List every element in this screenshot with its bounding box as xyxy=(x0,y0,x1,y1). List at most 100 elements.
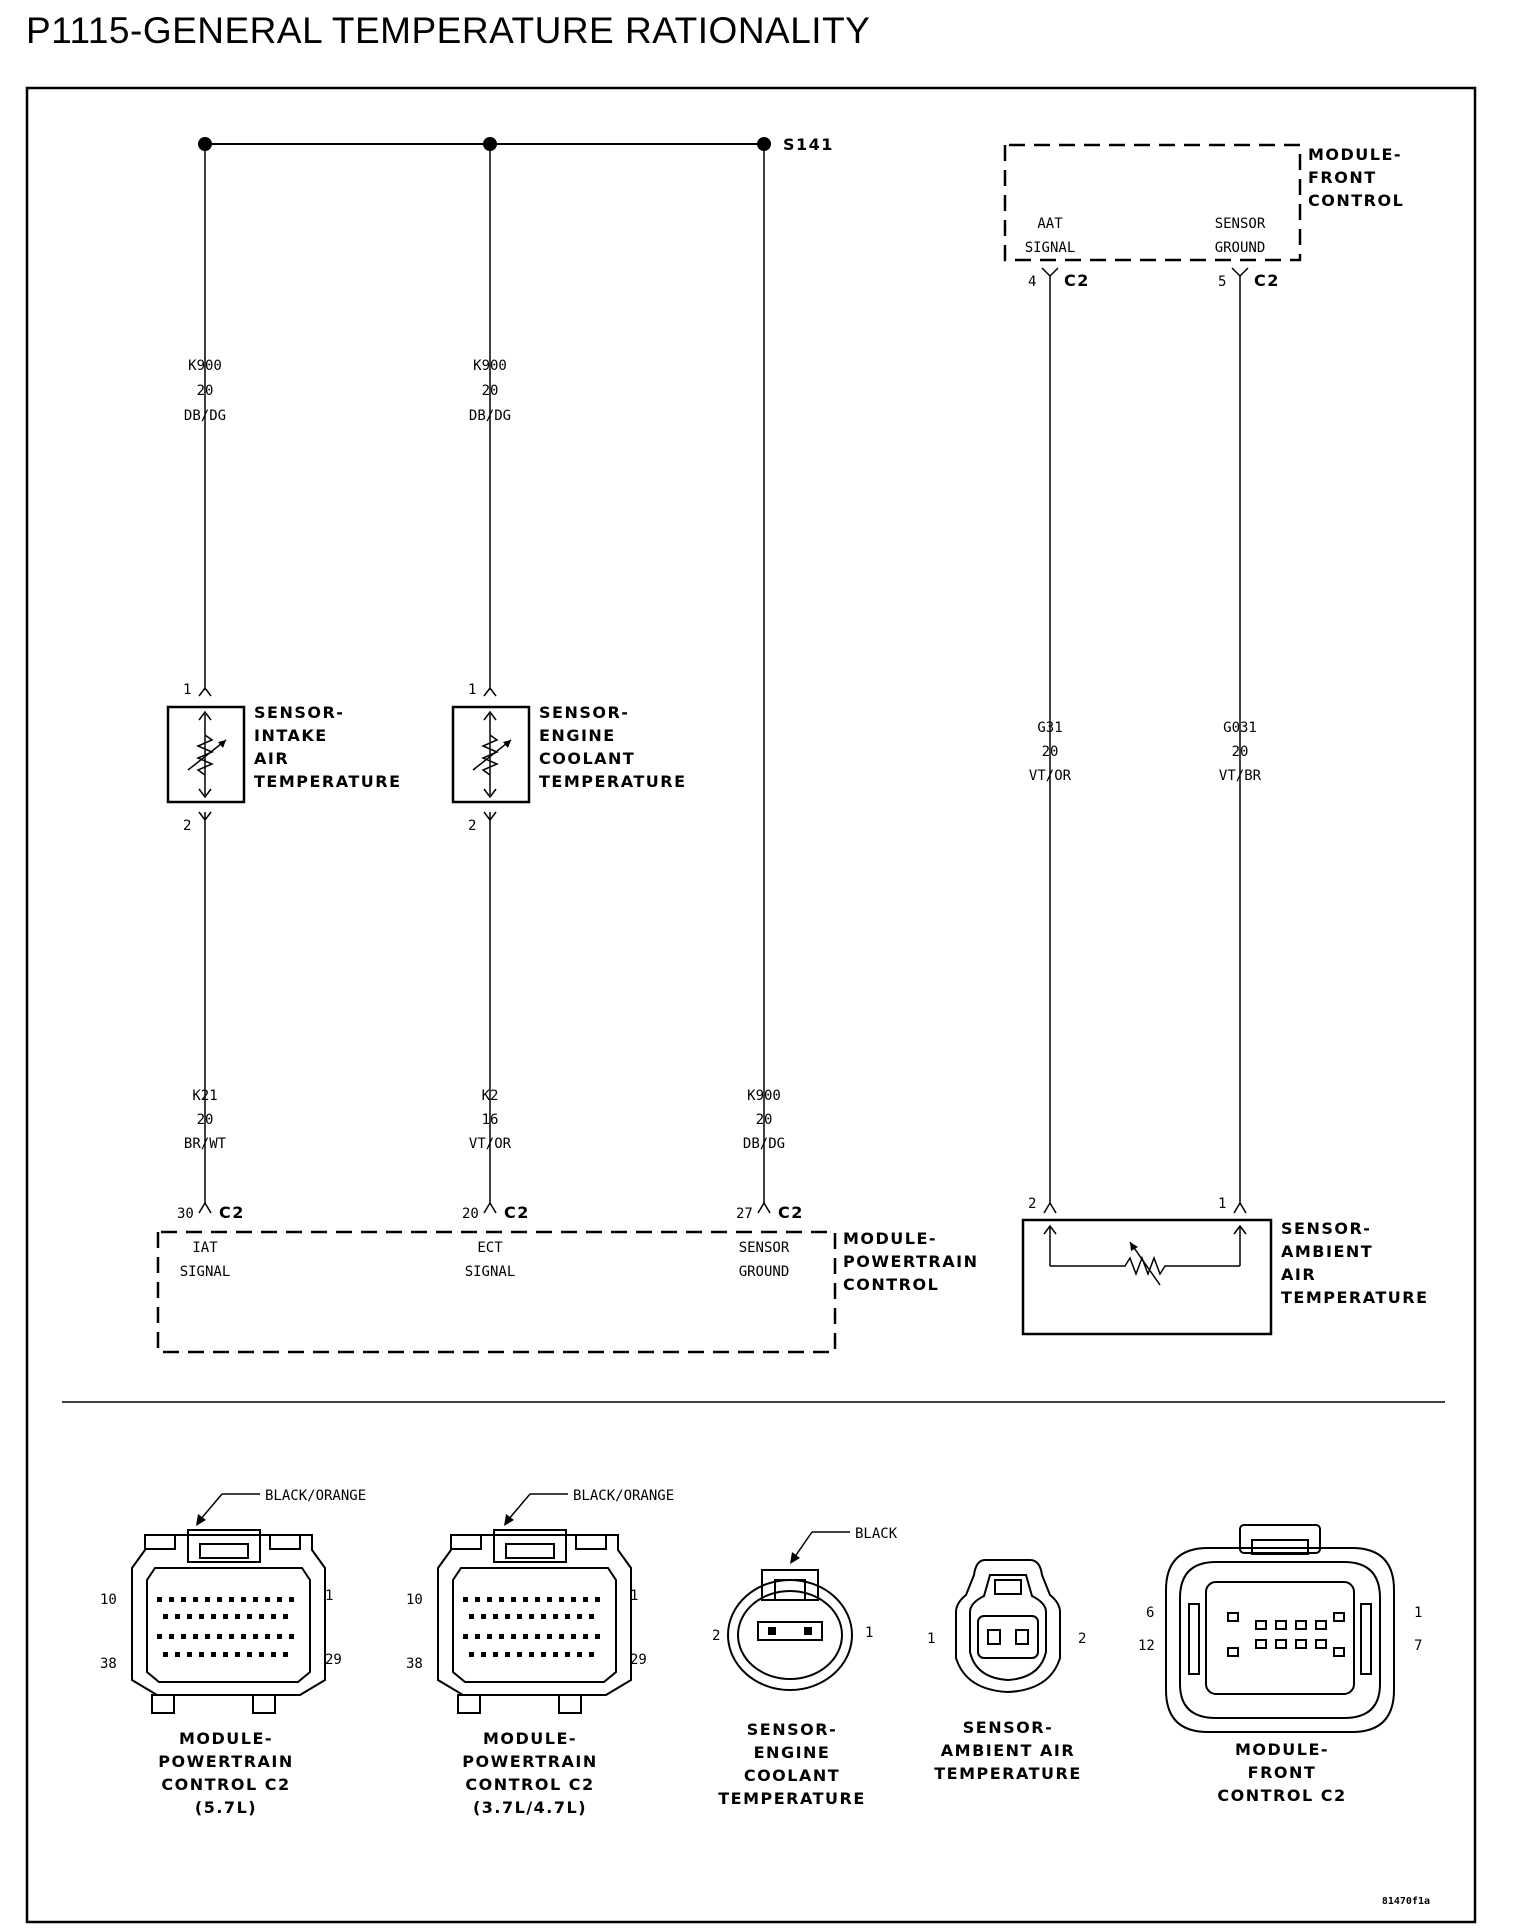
page-title: P1115-GENERAL TEMPERATURE RATIONALITY xyxy=(26,10,871,51)
svg-text:CONTROL: CONTROL xyxy=(1308,191,1404,210)
svg-text:SENSOR-: SENSOR- xyxy=(747,1720,837,1739)
svg-text:1: 1 xyxy=(927,1631,935,1647)
svg-text:C2: C2 xyxy=(504,1203,530,1222)
svg-text:29: 29 xyxy=(325,1652,342,1668)
svg-text:TEMPERATURE: TEMPERATURE xyxy=(718,1789,866,1808)
svg-text:POWERTRAIN: POWERTRAIN xyxy=(158,1752,293,1771)
svg-text:COOLANT: COOLANT xyxy=(539,749,635,768)
svg-text:1: 1 xyxy=(1414,1605,1422,1621)
svg-text:7: 7 xyxy=(1414,1638,1422,1654)
svg-text:K900: K900 xyxy=(188,358,222,374)
svg-text:SIGNAL: SIGNAL xyxy=(1025,240,1076,256)
sensor-iat: 1 2 SENSOR- INTAKE AIR TEMPERATURE xyxy=(166,682,400,834)
connector-pcm-c2-5-7l: BLACK/ORANGE 10 1 38 29 MODULE- POWERTRA… xyxy=(100,1488,366,1817)
svg-text:DB/DG: DB/DG xyxy=(184,408,226,424)
svg-text:AIR: AIR xyxy=(1281,1265,1316,1284)
svg-text:VT/OR: VT/OR xyxy=(1029,768,1072,784)
connector-pcm-c2-3-7l-4-7l: BLACK/ORANGE 10 1 38 29 MODULE- POWERTRA… xyxy=(406,1488,674,1817)
svg-text:1: 1 xyxy=(865,1625,873,1641)
svg-text:DB/DG: DB/DG xyxy=(743,1136,785,1152)
wire-label-top-left: K900 20 DB/DG xyxy=(184,358,226,424)
svg-text:1: 1 xyxy=(468,682,476,698)
svg-text:1: 1 xyxy=(325,1588,333,1604)
svg-text:4: 4 xyxy=(1028,274,1036,290)
diagram-frame xyxy=(25,86,1477,1924)
svg-text:BR/WT: BR/WT xyxy=(184,1136,227,1152)
svg-text:2: 2 xyxy=(468,818,476,834)
svg-text:SENSOR-: SENSOR- xyxy=(963,1718,1053,1737)
svg-text:20: 20 xyxy=(482,383,499,399)
svg-text:MODULE-: MODULE- xyxy=(1235,1740,1329,1759)
svg-text:TEMPERATURE: TEMPERATURE xyxy=(934,1764,1082,1783)
splice-label: S141 xyxy=(783,135,834,154)
svg-text:FRONT: FRONT xyxy=(1308,168,1377,187)
wire-label-top-mid: K900 20 DB/DG xyxy=(469,358,511,424)
svg-text:20: 20 xyxy=(197,1112,214,1128)
svg-text:K2: K2 xyxy=(482,1088,499,1104)
svg-text:SENSOR-: SENSOR- xyxy=(539,703,629,722)
svg-text:BLACK: BLACK xyxy=(855,1526,898,1542)
wire-label-bot-left: K21 20 BR/WT xyxy=(184,1088,227,1152)
connector-fcm-c2: 6 1 12 7 MODULE- FRONT CONTROL C2 xyxy=(1138,1524,1422,1805)
module-front-control: AAT SIGNAL SENSOR GROUND 4 C2 5 C2 MODUL… xyxy=(1003,143,1404,290)
svg-text:16: 16 xyxy=(482,1112,499,1128)
svg-text:10: 10 xyxy=(100,1592,117,1608)
svg-text:G031: G031 xyxy=(1223,720,1257,736)
svg-text:POWERTRAIN: POWERTRAIN xyxy=(843,1252,978,1271)
svg-text:AAT: AAT xyxy=(1037,216,1063,232)
svg-text:AMBIENT: AMBIENT xyxy=(1281,1242,1373,1261)
svg-text:38: 38 xyxy=(100,1656,117,1672)
svg-text:SIGNAL: SIGNAL xyxy=(180,1264,231,1280)
svg-text:27: 27 xyxy=(736,1206,753,1222)
svg-text:VT/OR: VT/OR xyxy=(469,1136,512,1152)
svg-text:1: 1 xyxy=(183,682,191,698)
svg-text:MODULE-: MODULE- xyxy=(483,1729,577,1748)
module-powertrain-control: 30 C2 IAT SIGNAL 20 C2 ECT SIGNAL 27 C2 … xyxy=(156,1201,978,1354)
svg-text:G31: G31 xyxy=(1037,720,1062,736)
figure-id: 81470f1a xyxy=(1382,1896,1430,1907)
svg-text:2: 2 xyxy=(1078,1631,1086,1647)
wire-label-fcm-left: G31 20 VT/OR xyxy=(1029,720,1072,784)
svg-text:2: 2 xyxy=(1028,1196,1036,1212)
svg-text:AMBIENT AIR: AMBIENT AIR xyxy=(941,1741,1075,1760)
svg-text:MODULE-: MODULE- xyxy=(1308,145,1402,164)
svg-text:K900: K900 xyxy=(747,1088,781,1104)
splice-bus: S141 xyxy=(198,135,834,154)
svg-text:2: 2 xyxy=(183,818,191,834)
svg-text:SENSOR: SENSOR xyxy=(739,1240,790,1256)
svg-text:MODULE-: MODULE- xyxy=(179,1729,273,1748)
svg-text:1: 1 xyxy=(1218,1196,1226,1212)
svg-text:CONTROL C2: CONTROL C2 xyxy=(161,1775,290,1794)
svg-text:(5.7L): (5.7L) xyxy=(195,1798,257,1817)
connector-sensor-ect: BLACK 2 1 SENSOR- ENGINE COOLANT TEMPERA… xyxy=(712,1526,898,1808)
svg-text:29: 29 xyxy=(630,1652,647,1668)
svg-text:CONTROL C2: CONTROL C2 xyxy=(1217,1786,1346,1805)
svg-text:2: 2 xyxy=(712,1628,720,1644)
svg-text:C2: C2 xyxy=(778,1203,804,1222)
svg-text:5: 5 xyxy=(1218,274,1226,290)
svg-text:TEMPERATURE: TEMPERATURE xyxy=(539,772,687,791)
svg-text:CONTROL: CONTROL xyxy=(843,1275,939,1294)
svg-text:C2: C2 xyxy=(1254,271,1280,290)
svg-text:CONTROL C2: CONTROL C2 xyxy=(465,1775,594,1794)
svg-text:TEMPERATURE: TEMPERATURE xyxy=(1281,1288,1429,1307)
svg-text:38: 38 xyxy=(406,1656,423,1672)
wire-runs xyxy=(204,150,1241,1203)
svg-text:FRONT: FRONT xyxy=(1248,1763,1317,1782)
svg-text:6: 6 xyxy=(1146,1605,1154,1621)
svg-text:C2: C2 xyxy=(219,1203,245,1222)
svg-text:20: 20 xyxy=(1232,744,1249,760)
wire-label-bot-mid: K2 16 VT/OR xyxy=(469,1088,512,1152)
wire-label-bot-right: K900 20 DB/DG xyxy=(743,1088,785,1152)
svg-text:12: 12 xyxy=(1138,1638,1155,1654)
svg-text:10: 10 xyxy=(406,1592,423,1608)
svg-text:VT/BR: VT/BR xyxy=(1219,768,1262,784)
svg-text:DB/DG: DB/DG xyxy=(469,408,511,424)
svg-text:SENSOR-: SENSOR- xyxy=(1281,1219,1371,1238)
svg-text:1: 1 xyxy=(630,1588,638,1604)
svg-text:(3.7L/4.7L): (3.7L/4.7L) xyxy=(473,1798,587,1817)
svg-text:POWERTRAIN: POWERTRAIN xyxy=(462,1752,597,1771)
svg-text:SIGNAL: SIGNAL xyxy=(465,1264,516,1280)
svg-text:20: 20 xyxy=(197,383,214,399)
svg-text:K900: K900 xyxy=(473,358,507,374)
